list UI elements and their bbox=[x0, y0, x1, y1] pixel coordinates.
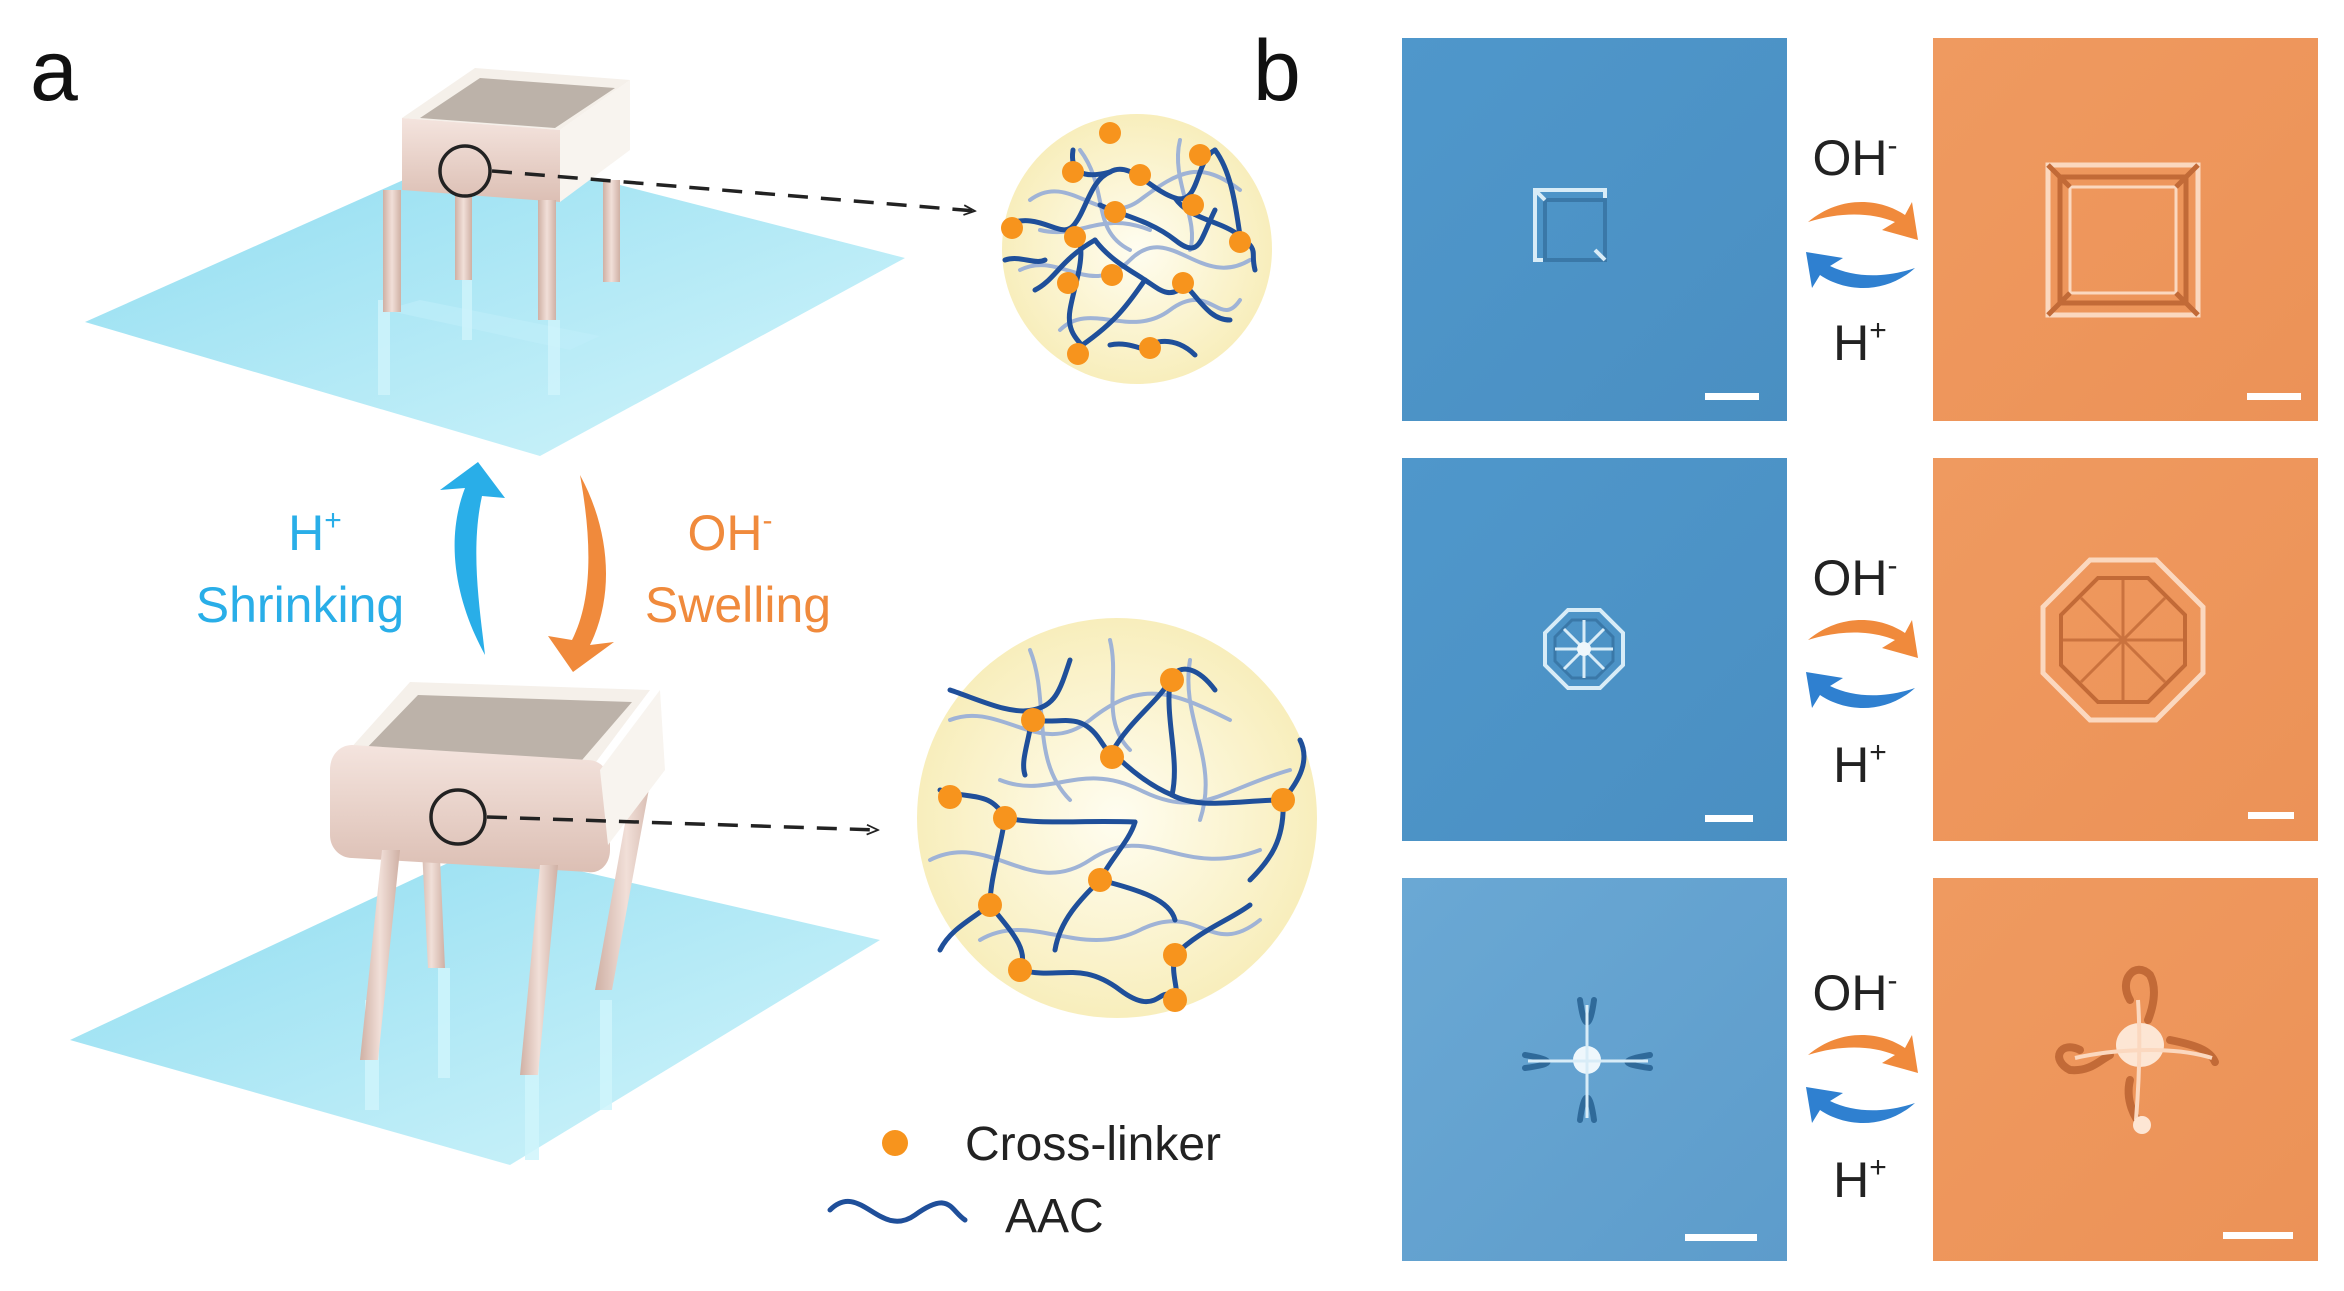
scale-bar bbox=[1705, 815, 1753, 822]
row-cross: OH- H+ bbox=[1402, 878, 2318, 1261]
scale-bar bbox=[1685, 1234, 1757, 1241]
h-plus-label-a: H+ bbox=[288, 504, 342, 561]
swollen-cube-image bbox=[1933, 38, 2318, 421]
h-plus-label-b: H+ bbox=[1833, 314, 1887, 371]
h-plus-label-b: H+ bbox=[1833, 1151, 1887, 1208]
zoom-ring-top bbox=[438, 144, 492, 198]
row-octagon: OH- H+ bbox=[1402, 458, 2318, 841]
swell-arrow bbox=[548, 475, 614, 672]
oh-minus-label-a: OH- bbox=[688, 504, 773, 561]
panel-b-label: b bbox=[1253, 23, 1301, 119]
legend: Cross-linker AAC bbox=[827, 1118, 1221, 1243]
h-plus-label-b: H+ bbox=[1833, 736, 1887, 793]
shrunk-hydrogel-structure bbox=[383, 68, 630, 320]
swollen-hydrogel-structure bbox=[330, 682, 665, 1075]
swollen-network-zoom bbox=[917, 618, 1317, 1018]
cross-linker-legend-icon bbox=[882, 1130, 908, 1156]
bottom-substrate bbox=[70, 848, 880, 1165]
oh-minus-label-b: OH- bbox=[1813, 129, 1898, 186]
legend-cross-linker-label: Cross-linker bbox=[965, 1118, 1221, 1171]
oh-minus-label-b: OH- bbox=[1813, 549, 1898, 606]
top-substrate bbox=[85, 148, 905, 456]
scale-bar bbox=[2248, 812, 2294, 819]
scale-bar bbox=[2247, 393, 2301, 400]
oh-minus-label-b: OH- bbox=[1813, 964, 1898, 1021]
swelling-label: Swelling bbox=[645, 577, 831, 633]
shrinking-label: Shrinking bbox=[196, 577, 404, 633]
scale-bar bbox=[2223, 1232, 2293, 1239]
shrink-arrow bbox=[440, 462, 505, 655]
panel-a-label: a bbox=[30, 23, 78, 119]
shrunk-network-zoom bbox=[1001, 114, 1272, 384]
swollen-octagon-image bbox=[1933, 458, 2318, 841]
zoom-arrow-top bbox=[491, 169, 975, 211]
aac-legend-icon bbox=[827, 1198, 968, 1224]
zoom-ring-bottom bbox=[429, 788, 487, 846]
legend-aac-label: AAC bbox=[1005, 1190, 1104, 1243]
shrunk-cube-image bbox=[1402, 38, 1787, 421]
swollen-cross-image bbox=[1933, 878, 2318, 1261]
scale-bar bbox=[1705, 393, 1759, 400]
row-cube: OH- H+ bbox=[1402, 38, 2318, 421]
